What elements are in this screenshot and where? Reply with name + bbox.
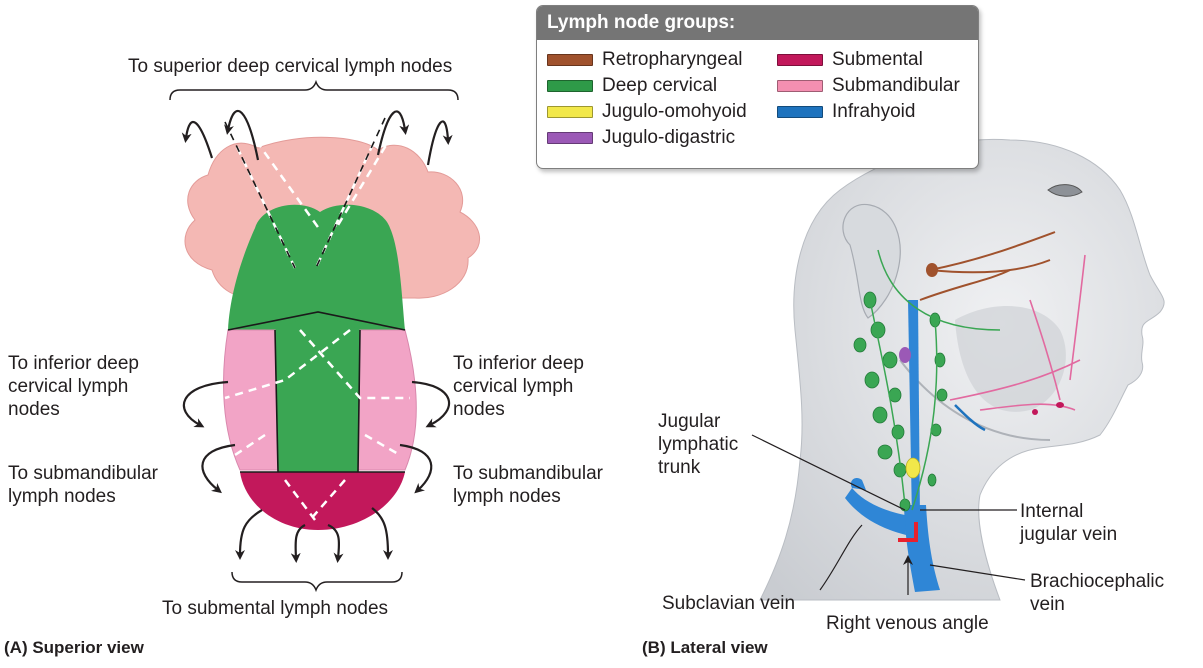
label-submental: To submental lymph nodes: [162, 597, 388, 620]
legend: Lymph node groups: Retropharyngeal Deep …: [536, 5, 979, 169]
arrow-submental-3: [328, 525, 339, 558]
arrow-submental-2: [296, 525, 305, 558]
legend-swatch: [777, 106, 823, 118]
tongue-submental-region: [240, 472, 405, 530]
legend-swatch: [777, 80, 823, 92]
label-inferior-deep-cervical-right: To inferior deep cervical lymph nodes: [453, 352, 584, 421]
legend-item-submandibular: Submandibular: [777, 74, 960, 97]
legend-swatch: [547, 132, 593, 144]
legend-swatch: [547, 80, 593, 92]
tongue-illustration: [185, 118, 480, 530]
arrow-superior-4: [428, 121, 448, 165]
jugulo-omohyoid-node: [906, 458, 920, 478]
label-submandibular-right: To submandibular lymph nodes: [453, 462, 603, 508]
bracket-top: [170, 82, 458, 100]
tongue-central-strip: [275, 312, 360, 472]
legend-label: Submandibular: [832, 75, 960, 97]
bracket-bottom: [232, 572, 402, 590]
arrow-inferior-right: [412, 382, 449, 425]
arrow-submental-1: [240, 510, 262, 555]
legend-item-infrahyoid: Infrahyoid: [777, 100, 915, 123]
label-jugular-lymphatic-trunk: Jugular lymphatic trunk: [658, 410, 738, 479]
label-right-venous-angle: Right venous angle: [826, 612, 989, 635]
legend-title: Lymph node groups:: [537, 6, 978, 40]
legend-item-jugulo-digastric: Jugulo-digastric: [547, 126, 735, 149]
legend-label: Jugulo-digastric: [602, 127, 735, 149]
label-subclavian-vein: Subclavian vein: [662, 592, 795, 615]
label-internal-jugular-vein: Internal jugular vein: [1020, 500, 1117, 546]
legend-item-deep-cervical: Deep cervical: [547, 74, 717, 97]
arrow-inferior-left: [184, 382, 228, 425]
legend-item-jugulo-omohyoid: Jugulo-omohyoid: [547, 100, 747, 123]
jugulo-digastric-node: [899, 347, 911, 363]
view-label-lateral: (B) Lateral view: [642, 638, 768, 658]
legend-label: Jugulo-omohyoid: [602, 101, 747, 123]
legend-label: Deep cervical: [602, 75, 717, 97]
legend-label: Submental: [832, 49, 923, 71]
legend-swatch: [547, 54, 593, 66]
legend-swatch: [547, 106, 593, 118]
legend-swatch: [777, 54, 823, 66]
label-inferior-deep-cervical-left: To inferior deep cervical lymph nodes: [8, 352, 139, 421]
label-submandibular-left: To submandibular lymph nodes: [8, 462, 158, 508]
legend-item-submental: Submental: [777, 48, 923, 71]
legend-item-retropharyngeal: Retropharyngeal: [547, 48, 742, 71]
legend-label: Retropharyngeal: [602, 49, 742, 71]
arrow-superior-1: [186, 122, 212, 158]
arrow-submental-4: [372, 508, 388, 555]
legend-label: Infrahyoid: [832, 101, 915, 123]
arrow-submandibular-left: [202, 445, 235, 490]
label-superior-deep-cervical: To superior deep cervical lymph nodes: [128, 55, 452, 78]
label-brachiocephalic-vein: Brachiocephalic vein: [1030, 570, 1164, 616]
view-label-superior: (A) Superior view: [4, 638, 144, 658]
